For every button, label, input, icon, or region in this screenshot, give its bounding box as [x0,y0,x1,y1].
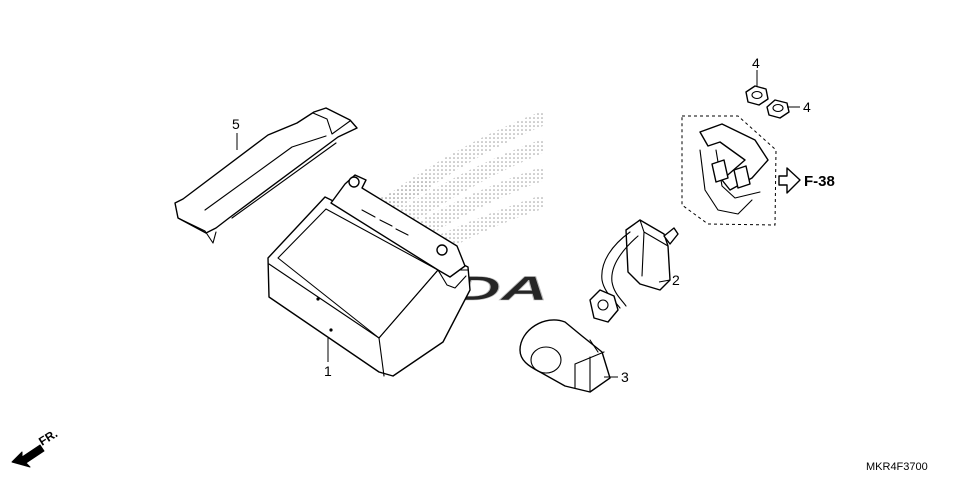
battery-band [174,107,358,244]
leader-lines [236,70,800,378]
terminal-detail-box [681,115,777,226]
solenoid-cover [519,319,611,393]
flange-nut-upper [745,85,769,106]
callout-3: 3 [621,369,629,385]
front-direction-indicator: FR. [11,426,60,468]
callout-1: 1 [324,363,332,379]
diagram-code: MKR4F3700 [866,461,928,473]
callout-4-upper: 4 [752,55,760,71]
reference-arrow [778,167,801,194]
callout-5: 5 [232,116,240,132]
flange-nut-lower [766,99,790,119]
starter-solenoid [589,219,679,323]
reference-label: F-38 [804,173,835,190]
battery [267,174,471,377]
callout-2: 2 [672,272,680,288]
callout-4-lower: 4 [803,99,811,115]
